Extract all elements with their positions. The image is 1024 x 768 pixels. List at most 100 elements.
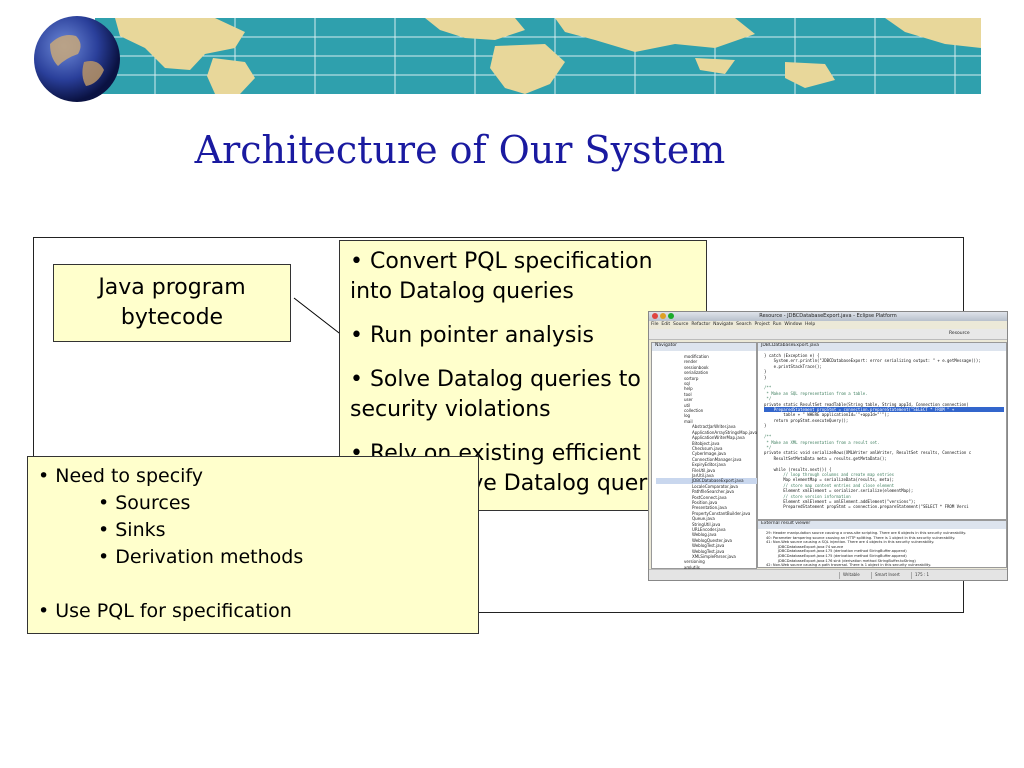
- menu-bar: File Edit Source Refactor Navigate Searc…: [651, 322, 815, 327]
- tree-item: modification: [684, 354, 709, 359]
- menu-item: Help: [804, 322, 816, 327]
- result-line: 41: Non-Web source causing a SQL injecti…: [766, 540, 935, 545]
- tree-item: Presentation.java: [692, 505, 727, 511]
- minimize-icon: [660, 313, 666, 319]
- tree-item: WeblogTest.java: [692, 543, 725, 549]
- eclipse-screenshot: Resource - JDBCDatabaseExport.java - Ecl…: [648, 311, 1008, 581]
- results-tab: External result viewer: [758, 521, 1006, 529]
- status-bar: Writable Smart Insert 175 : 1: [649, 569, 1007, 580]
- java-program-box: Java program bytecode: [53, 264, 291, 342]
- tree-item: StringUtil.java: [692, 521, 721, 527]
- result-line: JDBCDatabaseExport.java:74 source: [778, 544, 844, 549]
- tree-item: collection: [684, 408, 704, 414]
- tree-item: JarUtil.java: [692, 472, 714, 478]
- tree-item: WeblogQuester.java: [692, 537, 733, 543]
- toolbar: Resource: [649, 329, 1007, 340]
- java-box-line2: bytecode: [120, 305, 224, 330]
- results-panel: External result viewer 29: Header manipu…: [757, 520, 1007, 568]
- code-line: Element xmlElement = serializer.serializ…: [764, 488, 914, 494]
- tree-item: util: [684, 402, 691, 408]
- tree-item: ExpiryEditor.java: [692, 462, 726, 468]
- result-line: JDBCDatabaseExport.java:175 (derivation …: [778, 549, 907, 554]
- menu-item: Window: [784, 322, 803, 327]
- code-line: table + " WHERE applicationId='"+appId+"…: [764, 412, 890, 418]
- tree-item: Checksum.java: [692, 445, 723, 451]
- tree-item: LocaleComparator.java: [692, 483, 738, 489]
- specification-box: • Need to specify • Sources • Sinks • De…: [27, 456, 479, 634]
- zoom-icon: [668, 313, 674, 319]
- menu-item: Run: [772, 322, 782, 327]
- tree-item: serialization: [684, 370, 709, 376]
- tree-item: CyberImage.java: [692, 451, 726, 457]
- status-cell: 175 : 1: [911, 572, 929, 579]
- menu-item: Edit: [661, 322, 671, 327]
- code-line: System.err.println("JDBCDatabaseExport: …: [764, 358, 981, 364]
- tree-item: PropertyConstantBuilder.java: [692, 510, 751, 516]
- perspective-label: Resource: [949, 331, 970, 336]
- step-item: • Run pointer analysis: [350, 323, 594, 348]
- code-line: PreparedStatement propStmt = connection.…: [764, 504, 969, 510]
- tree-item: Weblog.java: [692, 532, 717, 538]
- code-line: */: [764, 396, 772, 402]
- tree-item: tool: [684, 391, 692, 397]
- results-list: 29: Header manipulation source causing a…: [762, 531, 967, 568]
- code-line: // loop through columns and create map e…: [764, 471, 895, 477]
- close-icon: [652, 313, 658, 319]
- tree-item: versioning: [684, 559, 705, 565]
- tree-item: ApplicationWriterMap.java: [692, 435, 745, 441]
- code-line: private static void serializeRows(XMLWri…: [764, 450, 972, 456]
- menu-item: File: [651, 322, 659, 327]
- code-line: while (results.next()) {: [764, 466, 832, 472]
- spec-item: • Use PQL for specification: [38, 600, 292, 622]
- tree-item: PathfileSearcher.java: [692, 489, 735, 495]
- code-line: PreparedStatement propStmt = connection.…: [764, 407, 1004, 413]
- result-line: 42: Non-Web source causing a path traver…: [766, 563, 931, 568]
- status-cell: Writable: [839, 572, 860, 579]
- result-line: 29: Header manipulation source causing a…: [766, 531, 967, 535]
- code-text: } catch (Exception e) { System.err.print…: [764, 353, 1004, 510]
- code-line: Map elementMap = serializeData(results, …: [764, 477, 895, 483]
- step-item: • Solve Datalog queries to security viol…: [350, 367, 641, 422]
- code-line: /**: [764, 385, 772, 391]
- result-line: JDBCDatabaseExport.java:175 (derivation …: [778, 553, 907, 558]
- code-line: * Make an SQL representation from a tabl…: [764, 390, 868, 396]
- header-banner: [95, 18, 981, 94]
- tree-item: XMLSimpleParser.java: [692, 554, 736, 560]
- tree-item: JDBCDatabaseExport.java: [656, 478, 758, 484]
- code-line: Element xmlElement = xmlElement.addEleme…: [764, 498, 916, 504]
- code-line: // store map content entries and close e…: [764, 482, 895, 488]
- tree-item: WeblogTest.java: [692, 548, 725, 554]
- menu-item: Source: [673, 322, 689, 327]
- window-title: Resource - JDBCDatabaseExport.java - Ecl…: [759, 313, 897, 319]
- tree-item: ApplicationArrayStringsMap.java: [692, 429, 758, 435]
- code-line: * Make an XML representation from a resu…: [764, 439, 880, 445]
- tree-item: xmlutils: [684, 564, 700, 570]
- tree-item: sortorp: [684, 375, 699, 381]
- code-line: ResultSetMetaData meta = results.getMeta…: [764, 455, 887, 461]
- window-titlebar: [649, 312, 1007, 321]
- spec-item: • Need to specify: [38, 465, 204, 487]
- code-line: /**: [764, 434, 772, 440]
- result-line: JDBCDatabaseExport.java:176 sink (deriva…: [778, 558, 916, 563]
- menu-item: Search: [736, 322, 752, 327]
- tree-item: sql: [684, 381, 690, 387]
- globe-icon: [32, 14, 122, 104]
- tree-item: user: [684, 397, 693, 403]
- code-editor: JDBCDatabaseExport.java } catch (Excepti…: [757, 342, 1007, 520]
- spec-subitem: • Sinks: [98, 519, 166, 541]
- spacer: [38, 571, 468, 598]
- code-line: return propStmt.executeQuery();: [764, 417, 849, 423]
- result-line: 40: Parameter tampering source causing a…: [766, 535, 956, 540]
- tree-item: PostConnect.java: [692, 494, 727, 500]
- code-line: }: [764, 423, 767, 429]
- tree-item: sessionbook: [684, 364, 709, 370]
- tree-item: mail: [684, 418, 693, 424]
- code-line: }: [764, 374, 767, 380]
- tree-item: URLEncoder.java: [692, 527, 726, 532]
- code-line: }: [764, 369, 767, 375]
- page-title: Architecture of Our System: [194, 128, 726, 172]
- status-cell: Smart Insert: [871, 572, 900, 579]
- code-line: } catch (Exception e) {: [764, 353, 820, 358]
